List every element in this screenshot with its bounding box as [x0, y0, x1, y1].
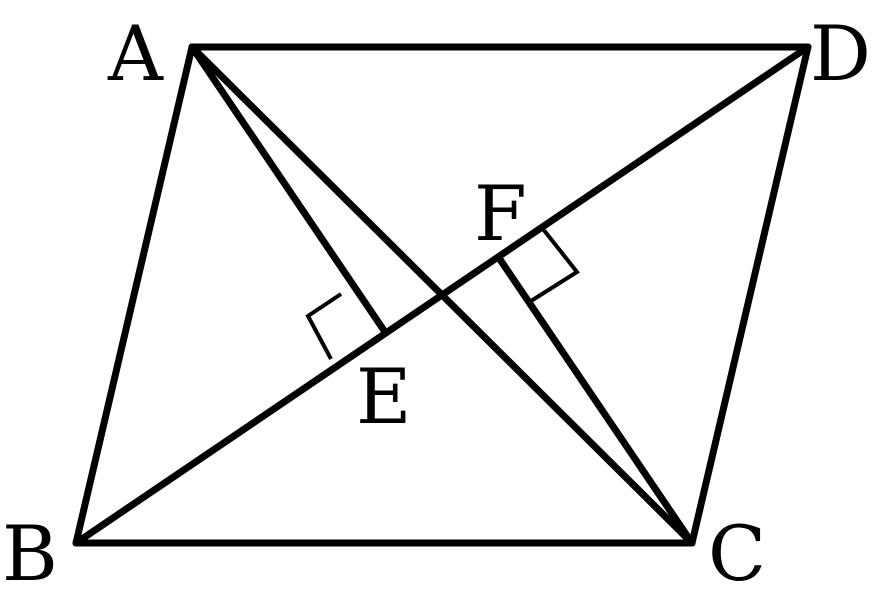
- label-point-b: B: [2, 509, 58, 598]
- side-dc: [688, 43, 812, 547]
- side-ab: [72, 43, 196, 547]
- label-point-a: A: [107, 9, 164, 98]
- segment-cf: [495, 254, 696, 547]
- label-point-e: E: [356, 352, 411, 441]
- label-point-d: D: [810, 9, 871, 98]
- label-point-c: C: [708, 509, 766, 598]
- diagonal-bd: [72, 43, 812, 547]
- right-angle-marker-e: [305, 292, 343, 360]
- segment-ae: [188, 43, 389, 336]
- right-angle-marker-f: [529, 227, 580, 303]
- label-point-f: F: [474, 169, 527, 258]
